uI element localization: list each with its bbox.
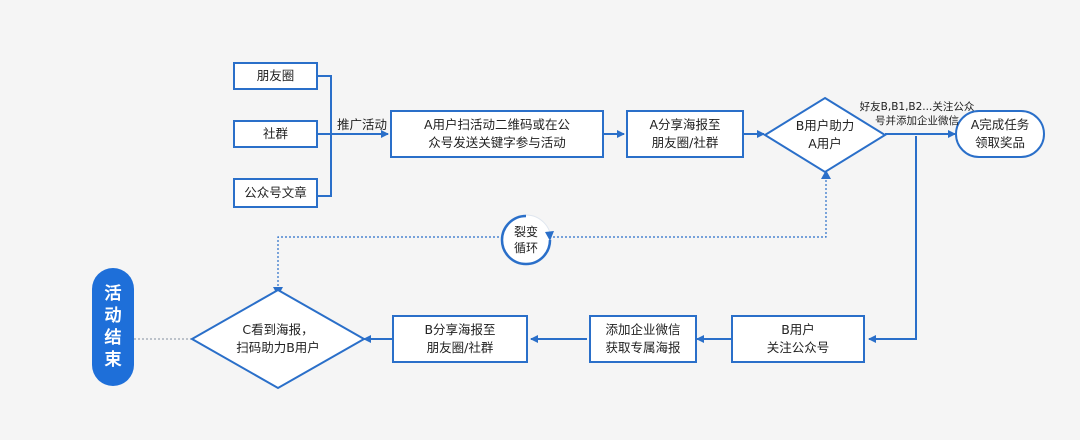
label-friends-follow: 好友B,B1,B2...关注公众 号并添加企业微信 xyxy=(859,101,975,127)
diamond-b-help xyxy=(763,96,887,174)
node-community: 社群 xyxy=(233,120,318,148)
node-official-article: 公众号文章 xyxy=(233,178,318,208)
refresh-icon xyxy=(500,214,554,266)
node-a-complete: A完成任务 领取奖品 xyxy=(970,117,1030,150)
diamond-c-see xyxy=(189,288,367,390)
arrow-to-b-follow xyxy=(868,136,917,343)
node-end: 活 动 结 束 xyxy=(92,268,134,386)
dotted-arrow-up xyxy=(821,170,831,179)
node-a-scan: A用户扫活动二维码或在公 众号发送关键字参与活动 xyxy=(390,110,604,158)
node-b-share: B分享海报至 朋友圈/社群 xyxy=(392,315,528,363)
pill-a-complete xyxy=(955,110,1045,158)
node-b-help: B用户助力 A用户 xyxy=(795,118,855,151)
node-c-see: C看到海报， 扫码助力B用户 xyxy=(236,322,320,355)
node-moments: 朋友圈 xyxy=(233,62,318,90)
label-fission-loop: 裂变 循环 xyxy=(513,225,538,255)
node-b-follow: B用户 关注公众号 xyxy=(731,315,865,363)
label-promote: 推广活动 xyxy=(336,117,387,132)
dotted-loop xyxy=(277,175,827,290)
source-bracket xyxy=(318,75,332,197)
node-add-wecom: 添加企业微信 获取专属海报 xyxy=(589,315,697,363)
node-a-share: A分享海报至 朋友圈/社群 xyxy=(626,110,744,158)
